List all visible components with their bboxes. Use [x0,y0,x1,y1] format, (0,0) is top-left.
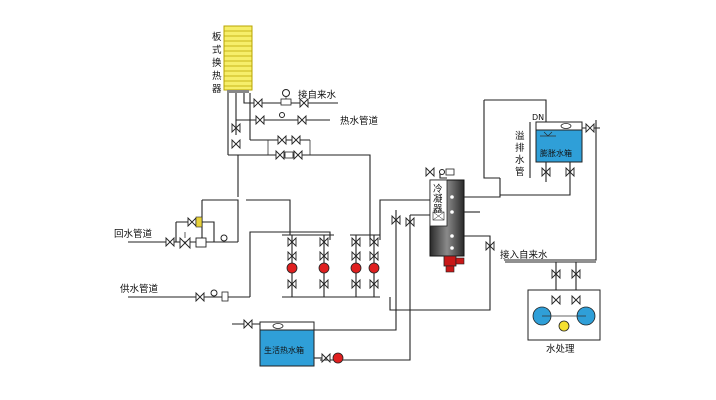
label-condenser-3: 器 [433,204,443,215]
label-overflow-3: 水 [515,154,525,166]
label-hot-water-pipe: 热水管道 [340,115,379,127]
label-plate-he-3: 换 [212,57,222,69]
valve-tap-1 [253,97,263,109]
pump-1 [286,262,298,274]
pump-2 [318,262,330,274]
valve-expansion [541,122,595,178]
valve-hot-2 [297,114,307,126]
valve-condenser-right [485,240,495,252]
label-plate-he-4: 热 [212,70,222,82]
valve-hot-1 [255,114,265,126]
label-overflow-1: 溢 [515,130,525,142]
label-plate-he-1: 板 [212,31,222,43]
label-dn: DN [532,113,544,122]
gauge-return [220,234,228,242]
pump-hot-water [321,352,344,364]
pump-4 [368,262,380,274]
valve-return-top [187,216,197,228]
label-plate-he-5: 器 [212,84,222,95]
plate-heat-exchanger [223,25,253,93]
label-hot-water-tank: 生活热水箱 [264,345,304,355]
label-supply-pipe: 供水管道 [120,283,159,295]
gauge-supply [210,289,218,297]
pump-3 [350,262,362,274]
label-expansion-tank: 膨胀水箱 [540,148,572,158]
label-condenser-1: 冷 [433,183,443,195]
valve-supply-1 [195,291,205,303]
hot-water-tank [232,318,330,367]
return-supply-pipes [128,155,331,298]
bypass-strainer [267,134,311,161]
label-overflow-2: 排 [515,142,525,154]
expansion-tank [535,121,583,163]
control-valve-return [179,232,207,250]
label-plate-he-2: 式 [212,44,222,56]
valve-tap-2 [299,97,309,109]
condenser [429,179,465,273]
thermometer-supply [221,291,229,302]
label-condenser-2: 凝 [433,194,443,205]
gauge-hot-line [279,112,285,118]
valve-return-1 [165,236,175,248]
label-water-treatment: 水处理 [546,343,575,355]
valve-condenser-top [425,166,455,178]
label-tap-water-top: 接自来水 [298,89,337,101]
valve-group-upper-left [231,122,241,150]
pressure-gauge-top [280,89,292,106]
strainer-return [195,216,203,228]
water-treatment-unit [505,261,601,341]
label-tap-water-right: 接入自来水 [500,249,548,261]
valve-condenser-in [391,214,415,228]
label-return-pipe: 回水管道 [114,228,153,240]
label-overflow-4: 管 [515,166,525,178]
expansion-tank-pipes [483,99,600,261]
